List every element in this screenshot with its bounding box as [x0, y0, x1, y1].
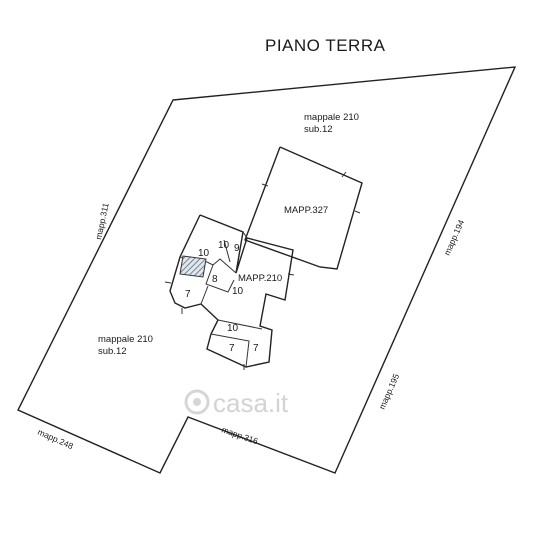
mapp210-label: MAPP.210	[238, 273, 282, 284]
plan-title: PIANO TERRA	[265, 36, 386, 55]
room-number-7-a: 7	[185, 289, 191, 300]
watermark: casa.it	[184, 388, 289, 418]
room-number-10-a: 10	[198, 248, 210, 259]
boundary-label-bottom-left: mapp.248	[36, 427, 75, 452]
room-number-8: 8	[212, 274, 218, 285]
stairs-block	[179, 255, 207, 278]
room-number-7-b: 7	[229, 343, 235, 354]
mapp327-outline	[244, 146, 363, 270]
lot-boundary	[17, 66, 517, 474]
boundary-label-bottom-mid: mapp.316	[220, 424, 259, 446]
mappale-left-line1: mappale 210	[98, 334, 153, 345]
mappale-top-line2: sub.12	[304, 124, 333, 135]
boundary-label-right-bottom: mapp.195	[377, 372, 402, 411]
room-number-7-c: 7	[253, 343, 259, 354]
room-number-10-b: 10	[218, 240, 230, 251]
mappale-top-line1: mappale 210	[304, 112, 359, 123]
watermark-text: casa.it	[213, 388, 289, 418]
room-number-9: 9	[234, 243, 240, 254]
building-outline	[169, 214, 294, 368]
boundary-label-left: mapp.311	[93, 202, 111, 241]
room-number-10-c: 10	[232, 286, 244, 297]
mappale-left-line2: sub.12	[98, 346, 127, 357]
room-number-10-d: 10	[227, 323, 239, 334]
mapp327-label: MAPP.327	[284, 205, 328, 216]
